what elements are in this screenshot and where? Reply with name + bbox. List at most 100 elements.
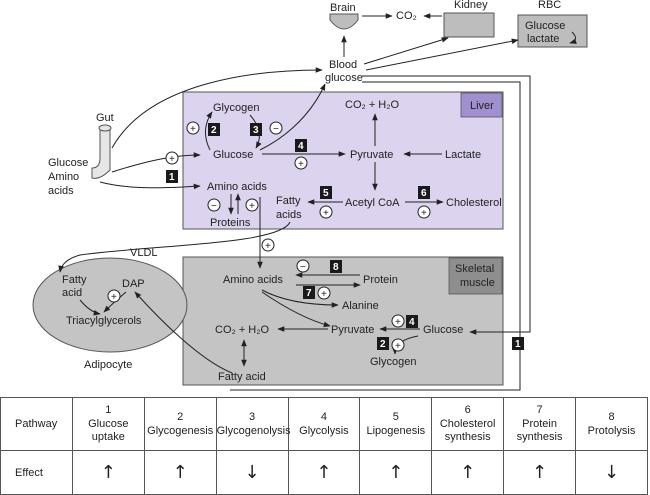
minus-circle xyxy=(207,198,221,212)
effect-header: Effect xyxy=(0,450,73,495)
effect-cell: ↑ xyxy=(359,450,433,495)
step-2-label: 2 xyxy=(211,125,217,136)
plus-circle xyxy=(107,289,121,303)
muscle-amino-acids: Amino acids xyxy=(223,274,283,286)
gut-to-liver-glucose-arrow xyxy=(111,152,201,173)
step-5-liver xyxy=(320,186,332,199)
muscle-alanine: Alanine xyxy=(342,300,379,312)
muscle-pyruvate: Pyruvate xyxy=(331,324,374,336)
minus-symbol: − xyxy=(211,201,217,212)
effect-arrow-icon: ↑ xyxy=(100,462,116,483)
pathway-number: 3 xyxy=(249,410,256,423)
plus-symbol: + xyxy=(395,317,401,328)
brain-icon xyxy=(329,13,359,30)
liver-proteins: Proteins xyxy=(210,217,251,229)
step-3-label: 3 xyxy=(253,125,259,136)
step-7-muscle xyxy=(303,286,315,299)
minus-symbol: − xyxy=(300,262,306,273)
step-1-gut xyxy=(166,170,178,183)
plus-symbol: + xyxy=(323,208,329,219)
plus-circle xyxy=(165,151,179,165)
pathway-name: Glycogenesis xyxy=(147,424,214,437)
adipocyte-label: Adipocyte xyxy=(84,359,132,371)
step-6-label: 6 xyxy=(421,188,427,199)
pathway-name: synthesis xyxy=(444,431,491,443)
adipocyte-dap: DAP xyxy=(122,278,145,290)
vldl-label: VLDL xyxy=(130,247,158,259)
liver-label-box xyxy=(460,92,503,118)
plus-symbol: + xyxy=(298,159,304,170)
plus-circle xyxy=(319,205,333,219)
step-1-muscle xyxy=(512,337,524,350)
kidney-box xyxy=(443,12,495,38)
plus-symbol: + xyxy=(169,154,175,165)
rbc-box-line2: lactate xyxy=(527,33,559,45)
plus-symbol: + xyxy=(249,201,255,212)
muscle-fatty-acid: Fatty acid xyxy=(218,371,266,383)
muscle-label-2: muscle xyxy=(460,277,495,289)
step-3-liver xyxy=(250,123,262,136)
rbc-box-line1: Glucose xyxy=(525,20,565,32)
plus-circle xyxy=(186,121,200,135)
glucose-to-rbc-arrow xyxy=(365,38,519,71)
liver-co2-h2o: CO₂ + H₂O xyxy=(345,99,400,111)
effect-cell: ↑ xyxy=(71,450,145,495)
step-4-label: 4 xyxy=(298,141,304,152)
effect-arrow-icon: ↑ xyxy=(388,462,404,483)
effect-arrow-icon: ↑ xyxy=(532,462,548,483)
pathway-name: Glucose xyxy=(88,418,129,430)
plus-circle xyxy=(391,338,405,352)
plus-circle xyxy=(261,238,275,252)
gut-input-2: Amino xyxy=(48,171,79,183)
pathway-name: Glycogenolysis xyxy=(216,424,291,437)
step-2-liver xyxy=(208,123,220,136)
blood-glucose-line2: glucose xyxy=(325,72,363,84)
step-1-muscle-label: 1 xyxy=(515,339,521,350)
liver-glycogen: Glycogen xyxy=(213,102,259,114)
pathway-number: 2 xyxy=(177,410,184,423)
muscle-label-1: Skeletal xyxy=(455,263,494,275)
gut-label: Gut xyxy=(96,112,114,124)
gut-input-3: acids xyxy=(48,185,74,197)
plus-circle xyxy=(317,286,331,300)
fatty-acid-to-tag-arrow xyxy=(79,299,101,316)
dap-to-tag-arrow xyxy=(103,291,127,313)
effect-cell: ↑ xyxy=(431,450,505,495)
amino-to-pyruvate-arrow xyxy=(261,291,331,328)
liver-acetyl-coa: Acetyl CoA xyxy=(345,197,400,209)
step-2-muscle-label: 2 xyxy=(380,339,386,350)
effect-cell: ↑ xyxy=(143,450,217,495)
gut-opening xyxy=(98,124,112,132)
effect-cell: ↑ xyxy=(287,450,361,495)
vldl-arrow xyxy=(58,221,291,273)
pathway-name: Glycolysis xyxy=(299,424,349,437)
glycogenesis-arrow xyxy=(205,111,213,151)
adipocyte-fatty-acid-1: Fatty xyxy=(62,274,87,286)
muscle-to-dap-arrow xyxy=(134,291,233,374)
pathway-header: Pathway xyxy=(0,397,73,451)
plus-symbol: + xyxy=(190,124,196,135)
pathway-number: 6 xyxy=(464,404,471,416)
step-4-liver xyxy=(295,139,307,152)
plus-symbol: + xyxy=(321,289,327,300)
effect-cell: ↓ xyxy=(215,450,289,495)
liver-label: Liver xyxy=(470,100,494,112)
minus-symbol: − xyxy=(273,124,279,135)
liver-fatty-acids-2: acids xyxy=(276,209,302,221)
pathway-number: 4 xyxy=(320,410,327,423)
step-4-muscle-label: 4 xyxy=(409,317,415,328)
rbc-cycle-arrow xyxy=(569,31,577,44)
effect-cell: ↓ xyxy=(575,450,648,495)
pathway-name: Cholesterol xyxy=(439,418,496,430)
pathway-name: Protolysis xyxy=(587,424,636,437)
plus-circle xyxy=(391,314,405,328)
plus-symbol: + xyxy=(395,341,401,352)
step-2-muscle xyxy=(377,337,389,350)
liver-glucose: Glucose xyxy=(213,149,253,161)
glucose-to-kidney-arrow xyxy=(363,37,449,65)
metabolism-diagram: Liver Skeletal muscle Adipocyte Brain CO… xyxy=(32,0,588,391)
